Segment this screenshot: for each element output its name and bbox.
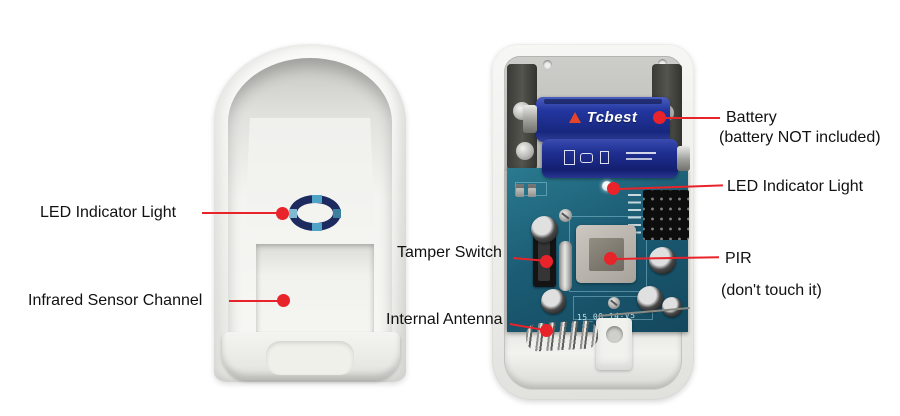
callout-dot <box>540 255 553 268</box>
case-screw-hole <box>658 59 667 68</box>
callout-label-tamper-switch: Tamper Switch <box>397 244 502 261</box>
led-tick-left <box>289 209 297 218</box>
smd-component <box>528 184 536 197</box>
led-tick-right <box>333 209 341 218</box>
callout-label-led-left: LED Indicator Light <box>40 204 177 221</box>
battery-recycle-glyph <box>564 150 575 165</box>
callout-label-led-right: LED Indicator Light <box>727 178 864 195</box>
battery-terminal <box>677 146 690 171</box>
capacitor <box>649 247 676 274</box>
case-screw-hole <box>543 60 552 69</box>
front-housing-base-recess <box>266 341 354 375</box>
capacitor <box>531 216 558 243</box>
capacitor <box>637 286 663 312</box>
leader-line <box>202 212 278 214</box>
led-tick-bottom <box>312 223 322 231</box>
smd-component <box>516 184 524 197</box>
pcb-screw <box>608 297 620 309</box>
infrared-sensor-channel <box>256 244 374 334</box>
battery-brand-label: Tcbest <box>536 109 670 126</box>
led-tick-top <box>312 195 322 203</box>
callout-dot <box>607 182 620 195</box>
callout-dot <box>277 294 290 307</box>
pcb-screw <box>559 209 572 222</box>
battery-text-line <box>626 158 652 160</box>
mounting-hole <box>606 326 623 343</box>
internal-antenna-coil <box>525 320 599 352</box>
callout-label-battery-note: (battery NOT included) <box>719 129 881 146</box>
callout-label-battery: Battery <box>726 109 777 126</box>
leader-line <box>666 117 720 119</box>
battery-top-strip <box>544 99 662 104</box>
leader-line <box>229 300 278 302</box>
battery-text-line <box>626 152 656 154</box>
callout-label-pir: PIR <box>725 250 752 267</box>
callout-label-infrared-channel: Infrared Sensor Channel <box>28 292 203 309</box>
mounting-bracket <box>596 318 632 370</box>
callout-dot <box>276 207 289 220</box>
callout-label-pir-note: (don't touch it) <box>721 282 822 299</box>
capacitor <box>662 297 682 317</box>
battery-terminal <box>523 105 537 133</box>
callout-label-internal-antenna: Internal Antenna <box>386 311 503 328</box>
battery-cell-2 <box>542 139 690 178</box>
led-indicator-oval <box>289 195 341 231</box>
battery-ce-glyph <box>580 153 593 163</box>
battery-marking-glyph <box>600 151 609 164</box>
pcb-pin-header <box>643 190 689 240</box>
capacitor <box>541 289 566 314</box>
battery-brand-logo-icon <box>568 112 581 123</box>
battery-cell-1: Tcbest <box>523 97 670 142</box>
callout-dot <box>540 324 553 337</box>
crystal-oscillator <box>559 241 572 291</box>
callout-dot <box>653 111 666 124</box>
callout-dot <box>604 252 617 265</box>
